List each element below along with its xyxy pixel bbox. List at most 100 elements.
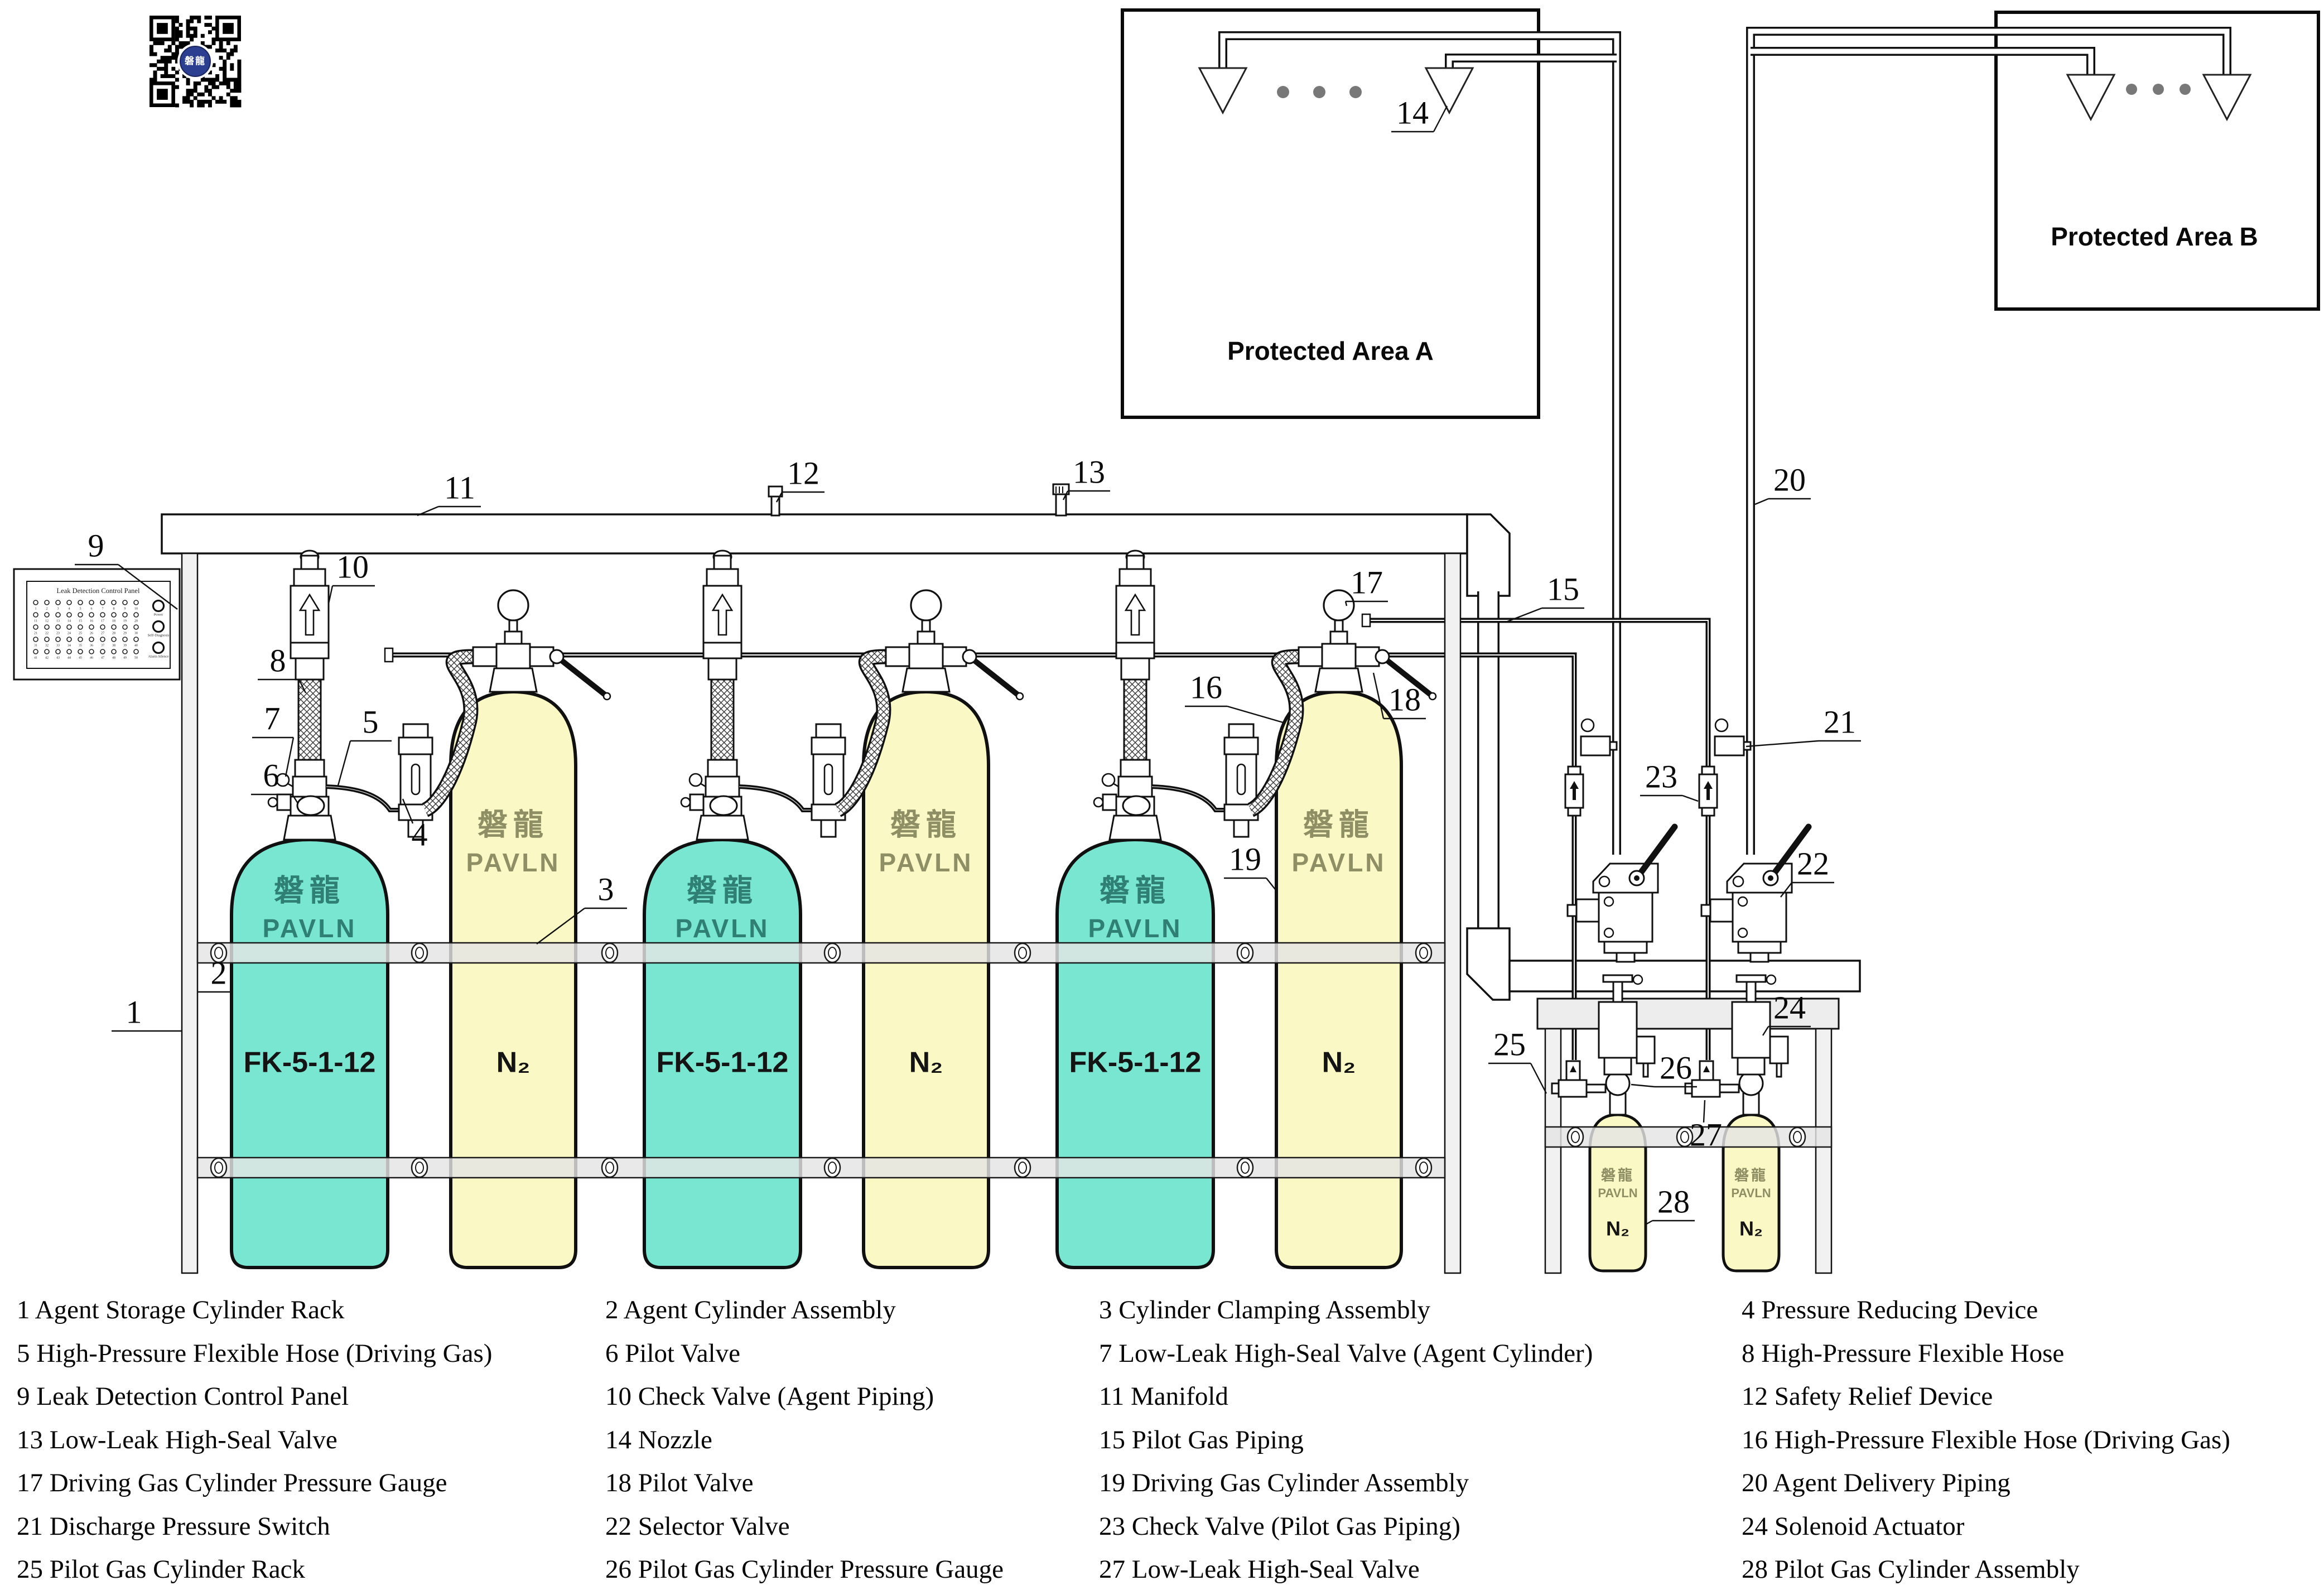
zone-led-number: 4	[69, 607, 70, 610]
zone-led-icon	[55, 600, 61, 605]
selector-lever	[1767, 823, 1812, 881]
cap	[1701, 765, 1715, 775]
qr-module	[164, 59, 168, 64]
qr-module	[150, 49, 153, 52]
side-port	[1102, 793, 1117, 811]
qr-module	[153, 70, 157, 75]
panel-button-icon[interactable]	[152, 620, 165, 633]
panel-button-icon[interactable]	[152, 599, 165, 613]
brand-cn-label: 磐龍	[1734, 1167, 1768, 1184]
qr-module	[237, 99, 242, 104]
solenoid-side-box	[1636, 1035, 1656, 1064]
pilot-valve-ball	[296, 795, 325, 816]
callout-number: 22	[1797, 845, 1829, 881]
pressure-switch-2	[1714, 718, 1752, 756]
pilot-line-upper-core	[1366, 620, 1709, 774]
qr-module	[153, 41, 157, 45]
low-leak-valve-7	[705, 775, 740, 798]
callout-leader-line	[1754, 498, 1769, 505]
qr-module	[237, 70, 242, 75]
callout-leader-line	[402, 798, 414, 824]
callout-number: 21	[1824, 703, 1856, 740]
rack-post-right	[1444, 552, 1462, 1274]
qr-module	[179, 45, 183, 49]
callout-number: 6	[263, 757, 279, 793]
zone-led-icon	[55, 624, 61, 630]
solenoid-actuator-body	[1598, 1001, 1638, 1059]
zone-led-number: 9	[124, 607, 126, 610]
hex-nut	[1603, 1057, 1632, 1076]
driving-gas-hose-5	[1151, 784, 1224, 812]
qr-module	[197, 16, 201, 20]
zone-led-number: 22	[45, 632, 49, 635]
qr-module	[223, 99, 227, 104]
clamp-bolt-icon	[1241, 947, 1250, 959]
qr-module	[175, 37, 179, 42]
callout-number: 12	[787, 455, 819, 491]
pilot-rack-shelf	[1536, 998, 1840, 1030]
zone-led-number: 19	[123, 619, 127, 623]
qr-module	[164, 56, 168, 60]
flexible-hose-16	[835, 651, 889, 816]
protected-area-a-box: Protected Area A	[1121, 8, 1540, 419]
callout-8: 8	[258, 642, 307, 693]
qr-module	[204, 78, 209, 82]
brand-cn-label: 磐龍	[1303, 807, 1375, 842]
qr-module	[230, 49, 234, 52]
qr-module	[179, 41, 183, 45]
brand-cn-label: 磐龍	[1601, 1167, 1634, 1184]
callout-10: 10	[327, 548, 375, 604]
protected-area-a-border	[1121, 8, 1540, 419]
zone-led-number: 32	[45, 644, 49, 647]
lever-tip-icon	[602, 692, 611, 701]
brand-cn-label: 磐龍	[687, 873, 758, 908]
zone-led-icon	[44, 649, 50, 654]
callout-leader-line	[1682, 794, 1699, 802]
brand-en-label: PAVLN	[879, 848, 973, 877]
agent-delivery-pipe-area-b	[1746, 27, 2231, 855]
protected-area-b-label: Protected Area B	[2051, 222, 2258, 251]
agent-delivery-pipe-area-b-core	[1748, 28, 2230, 855]
driving-gas-hose-5-outline	[739, 784, 812, 812]
qr-module	[226, 81, 230, 86]
callout-23: 23	[1640, 758, 1699, 802]
side-pin-icon	[267, 797, 278, 808]
qr-module	[186, 23, 190, 27]
pilot-rack-post-left	[1544, 1028, 1562, 1274]
qr-module	[193, 81, 197, 86]
hex-nut	[293, 568, 326, 587]
clamp-bolt-icon	[605, 1162, 614, 1174]
zone-led-icon	[111, 612, 117, 618]
zone-led-number: 50	[134, 656, 138, 659]
selector-neck	[1749, 952, 1769, 963]
pressure-reducer-2	[811, 723, 846, 838]
zone-led-number: 20	[134, 619, 138, 623]
end-cap	[1551, 1082, 1560, 1095]
clamping-bar-strip	[196, 942, 1446, 964]
clamp-bolt-icon	[1018, 947, 1027, 959]
selector-flange	[1737, 941, 1782, 954]
panel-button-label: Alarm Silence	[148, 654, 168, 658]
zone-led-number: 38	[112, 644, 115, 647]
piping	[161, 27, 2252, 1060]
clamp-bolt-icon	[415, 947, 424, 959]
cylinder-valve-body	[908, 643, 944, 669]
zone-led-icon	[66, 612, 72, 618]
mini-arrow-icon	[1570, 1066, 1576, 1072]
zone-led-number: 43	[56, 656, 60, 659]
zone-led-number: 28	[112, 632, 115, 635]
zone-led-number: 46	[90, 656, 93, 659]
panel-button-icon[interactable]	[152, 641, 165, 654]
callout-1: 1	[112, 994, 182, 1032]
clamp-bolt-icon	[828, 947, 837, 959]
zone-led-icon	[89, 600, 94, 605]
cap	[1701, 807, 1715, 817]
qr-module	[223, 70, 227, 75]
qr-module	[204, 23, 209, 27]
reducer-cap	[815, 723, 842, 739]
cylinder-collar	[696, 815, 749, 841]
selector-flange	[1603, 941, 1648, 954]
clamping-bar	[1544, 1126, 1833, 1148]
callout-leader-line	[1762, 1026, 1769, 1036]
zone-led-number: 11	[34, 619, 37, 623]
